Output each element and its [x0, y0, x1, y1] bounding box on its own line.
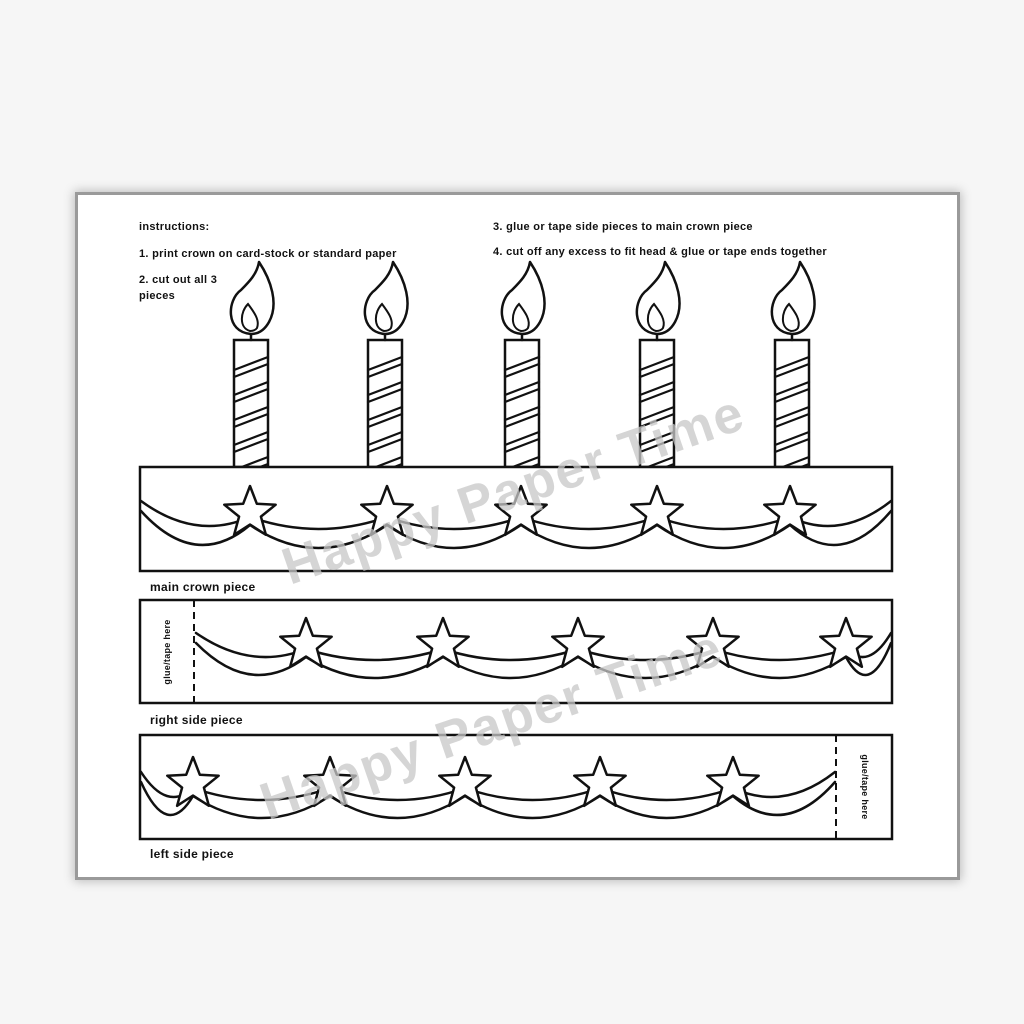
candle-stripe [638, 412, 676, 429]
instruction-step-2-line-2: pieces [139, 290, 175, 302]
star-icon [279, 616, 333, 669]
candle-stripe [366, 362, 404, 379]
inner-flame-icon [240, 302, 259, 333]
inner-flame-icon [511, 302, 530, 333]
main-crown-piece-label: main crown piece [150, 580, 256, 594]
candle-stripe [638, 362, 676, 379]
instruction-step-2-line-1: 2. cut out all 3 [139, 274, 217, 286]
right-glue-tape-label: glue/tape here [162, 619, 172, 684]
candle-stripe [366, 355, 404, 372]
candle-stripe [366, 380, 404, 397]
candle-stripe [503, 380, 541, 397]
garland-swag-upper [463, 786, 602, 802]
candle-stripe [638, 405, 676, 422]
candle-stripe [773, 430, 811, 447]
star-icon [630, 484, 684, 537]
inner-flame-icon [374, 302, 393, 333]
candle-stripe [773, 355, 811, 372]
candle-stripe [503, 355, 541, 372]
instruction-step-1: 1. print crown on card-stock or standard… [139, 248, 397, 260]
candle-stripe [638, 387, 676, 404]
garland-swag-upper [576, 647, 715, 662]
candle [635, 260, 681, 479]
star-icon [819, 616, 873, 669]
candle-stripe [503, 430, 541, 447]
candle-stripe [232, 430, 270, 447]
garland-swag-upper [328, 786, 467, 802]
garland-swag-upper [191, 786, 332, 802]
star-icon [573, 755, 627, 808]
star-icon [551, 616, 605, 669]
garland-swag-upper [385, 515, 523, 531]
star-icon [438, 755, 492, 808]
candle [363, 260, 409, 479]
garland-swag-upper [441, 647, 580, 662]
star-icon [494, 484, 548, 537]
right-side-piece: glue/tape here [138, 598, 894, 705]
instructions-heading: instructions: [139, 221, 210, 233]
main-crown-piece [138, 465, 894, 573]
candle-stripe [232, 380, 270, 397]
candle-stripe [232, 362, 270, 379]
candle [229, 260, 275, 479]
garland-swag-upper [519, 515, 659, 531]
star-icon [303, 755, 357, 808]
candle-stripe [773, 405, 811, 422]
garland-swag-upper [655, 515, 792, 531]
star-icon [686, 616, 740, 669]
candle [770, 260, 816, 479]
candle-stripe [366, 387, 404, 404]
candle-stripe [232, 355, 270, 372]
inner-flame-icon [781, 302, 800, 333]
left-side-piece-label: left side piece [150, 847, 234, 861]
candle-stripe [232, 437, 270, 454]
candle-stripe [773, 362, 811, 379]
candle-stripe [366, 437, 404, 454]
star-icon [706, 755, 760, 808]
candle-stripe [773, 412, 811, 429]
star-icon [416, 616, 470, 669]
star-icon [763, 484, 817, 537]
instruction-step-4: 4. cut off any excess to fit head & glue… [493, 246, 827, 258]
garland-swag-lower [844, 641, 893, 677]
candle-stripe [232, 387, 270, 404]
candle [500, 260, 546, 479]
candles-group [229, 260, 816, 479]
star-icon [360, 484, 414, 537]
candle-stripe [232, 412, 270, 429]
left-glue-tape-label: glue/tape here [860, 754, 870, 819]
candle-stripe [638, 437, 676, 454]
garland-swag-lower [788, 509, 893, 547]
candle-stripe [773, 387, 811, 404]
candle-stripe [773, 437, 811, 454]
garland-swag-upper [304, 647, 445, 662]
instruction-step-3: 3. glue or tape side pieces to main crow… [493, 221, 753, 233]
candle-stripe [503, 387, 541, 404]
star-icon [166, 755, 220, 808]
garland-swag-upper [711, 647, 848, 662]
star-icon [223, 484, 277, 537]
candle-stripe [503, 362, 541, 379]
candle-stripe [638, 380, 676, 397]
candle-stripe [366, 405, 404, 422]
candle-stripe [232, 405, 270, 422]
candle-stripe [366, 412, 404, 429]
garland-swag-lower [731, 780, 837, 817]
candle-stripe [503, 412, 541, 429]
right-side-piece-label: right side piece [150, 713, 243, 727]
candle-stripe [773, 380, 811, 397]
candle-stripe [638, 355, 676, 372]
candle-stripe [503, 405, 541, 422]
candle-stripe [638, 430, 676, 447]
candle-stripe [366, 430, 404, 447]
left-side-piece: glue/tape here [138, 733, 894, 841]
candle-stripe [503, 437, 541, 454]
garland-swag-lower [139, 780, 195, 817]
garland-swag-upper [248, 515, 389, 531]
garland-swag-upper [598, 786, 735, 802]
inner-flame-icon [646, 302, 665, 333]
